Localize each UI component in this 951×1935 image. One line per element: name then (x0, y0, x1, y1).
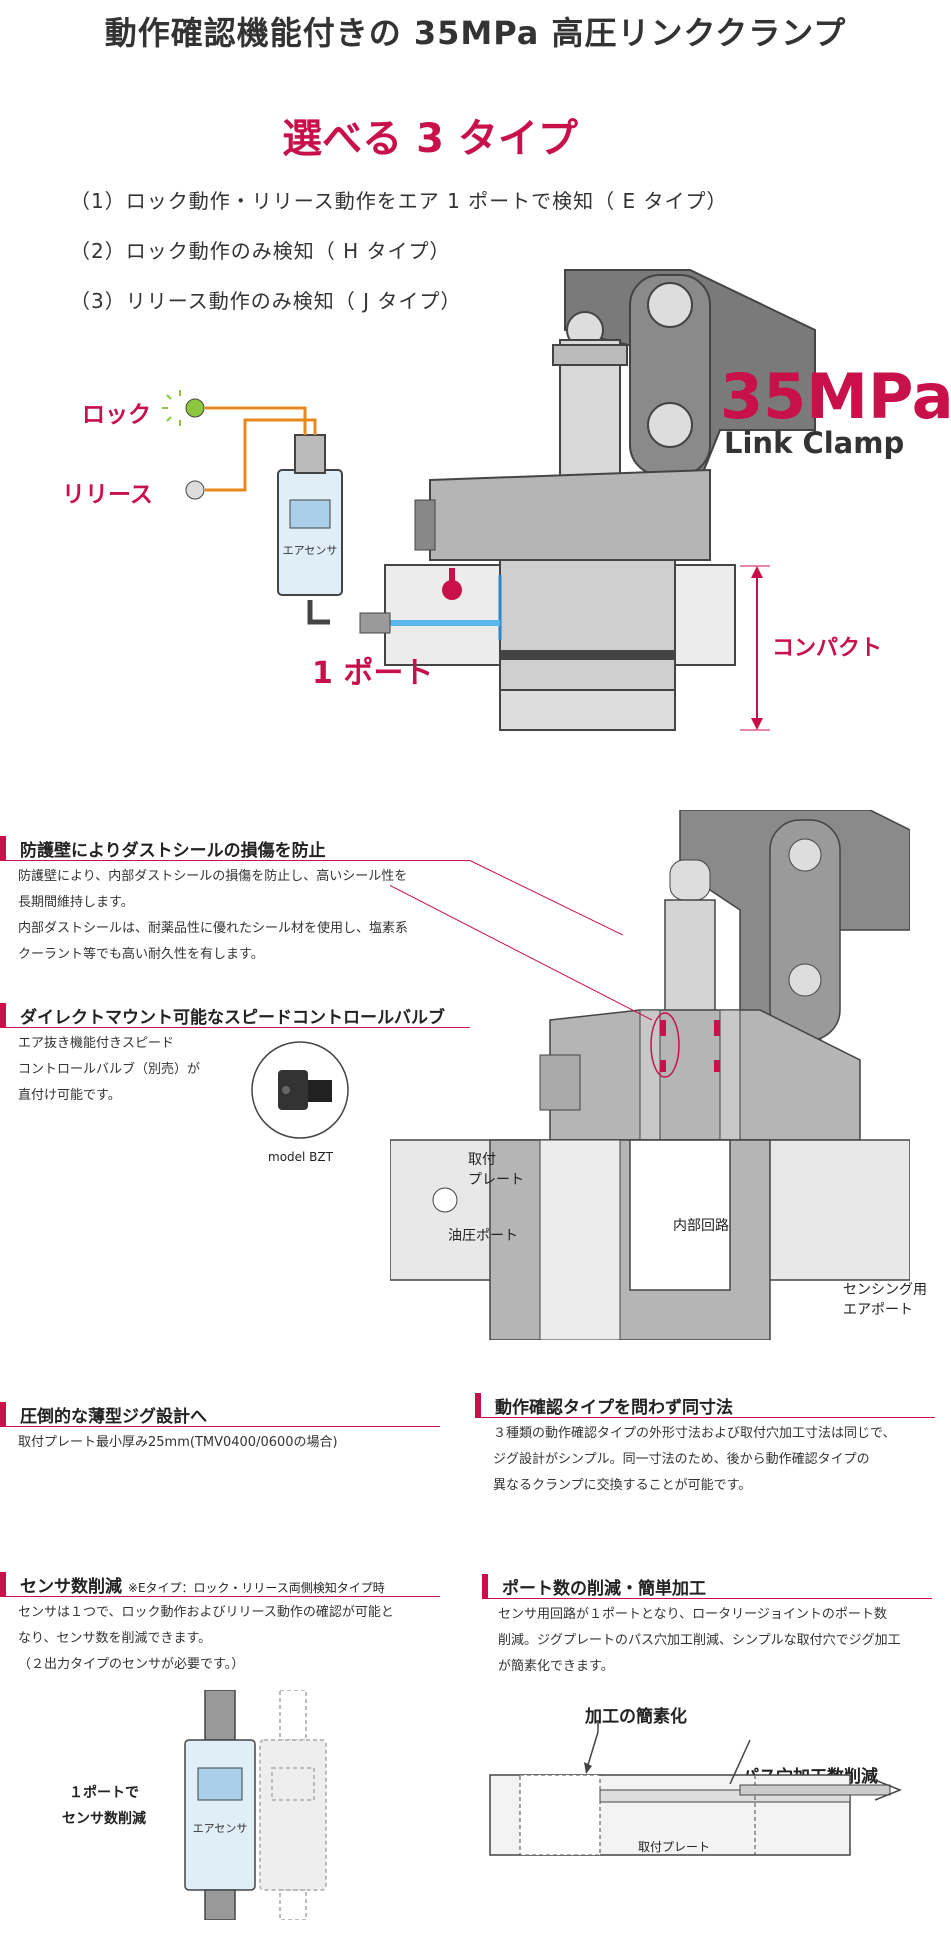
product-name: Link Clamp (724, 426, 905, 460)
lock-lamp-icon (162, 390, 205, 426)
sensor-reduce-note: ※Eタイプ：ロック・リリース両側検知タイプ時 (127, 1581, 385, 1595)
port-reduce-rule (482, 1598, 932, 1599)
sensor-reduce-illustration (184, 1690, 327, 1920)
port-reduce-body: センサ用回路が１ポートとなり、ロータリージョイントのポート数 削減。ジグプレート… (498, 1607, 901, 1674)
model-bzt-label: model BZT (268, 1150, 333, 1164)
type-j-line: （3）リリース動作のみ検知（ J タイプ） (70, 289, 462, 313)
release-label: リリース (62, 482, 153, 508)
pivot-pin-bottom-icon (647, 402, 693, 448)
speed-control-body: エア抜き機能付きスピード コントロールバルブ（別売）が 直付け可能です。 (18, 1036, 201, 1103)
same-dim-rule (475, 1417, 935, 1418)
type-e-line: （1）ロック動作・リリース動作をエア 1 ポートで検知（ E タイプ） (70, 189, 728, 213)
sensing-port-label: センシング用 エアポート (843, 1282, 927, 1318)
sensor-reduce-sensor-label: エアセンサ (192, 1822, 248, 1835)
port-reduce-illustration (489, 1720, 903, 1856)
port-reduce-title: ポート数の削減・簡単加工 (482, 1574, 706, 1599)
dust-seal-body: 防護壁により、内部ダストシールの損傷を防止し、高いシール性を 長期間維持します。… (18, 869, 409, 962)
one-port-label: 1 ポート (312, 656, 434, 691)
sensor-reduce-caption: １ポートで センサ数削減 (62, 1785, 146, 1827)
same-dim-body: ３種類の動作確認タイプの外形寸法および取付穴加工寸法は同じで、 ジグ設計がシンプ… (493, 1426, 896, 1493)
air-sensor-body (277, 469, 343, 596)
sensor-reduce-rule (0, 1596, 440, 1597)
speed-control-rule (0, 1027, 470, 1028)
dust-seal-title: 防護壁によりダストシールの損傷を防止 (0, 836, 326, 861)
thin-jig-rule (0, 1426, 440, 1427)
oil-port-label: 油圧ポート (448, 1228, 518, 1244)
sensor-reduce-title: センサ数削減 ※Eタイプ：ロック・リリース両側検知タイプ時 (0, 1572, 385, 1597)
sensor-reduce-body: センサは１つで、ロック動作およびリリース動作の確認が可能と なり、センサ数を削減… (18, 1605, 394, 1672)
cross-section-diagram (390, 810, 910, 1340)
release-lamp-icon (185, 480, 205, 500)
page-title: 動作確認機能付きの 35MPa 高圧リンククランプ (104, 14, 847, 52)
seal-highlight-circle (650, 1012, 680, 1078)
compact-label: コンパクト (772, 636, 883, 661)
internal-circuit-label: 内部回路 (673, 1218, 729, 1234)
speed-control-title: ダイレクトマウント可能なスピードコントロールバルブ (0, 1003, 445, 1028)
type-h-line: （2）ロック動作のみ検知（ H タイプ） (70, 239, 451, 263)
lock-label: ロック (82, 402, 151, 428)
page-subtitle: 選べる 3 タイプ (282, 116, 578, 162)
speed-valve-photo (251, 1041, 349, 1139)
thin-jig-body: 取付プレート最小厚み25mm(TMV0400/0600の場合) (18, 1435, 338, 1450)
thin-jig-title: 圧倒的な薄型ジグ設計へ (0, 1402, 207, 1427)
mount-plate-label: 取付 プレート (468, 1152, 524, 1188)
air-sensor-label: エアセンサ (282, 544, 338, 557)
hero-clamp-illustration (162, 269, 816, 731)
pressure-rating: 35MPa (720, 360, 951, 433)
same-dim-title: 動作確認タイプを問わず同寸法 (475, 1393, 733, 1418)
dust-seal-rule (0, 860, 470, 861)
mount-plate-caption: 取付プレート (638, 1840, 711, 1854)
simplify-label: 加工の簡素化 (585, 1707, 687, 1727)
pivot-pin-top-icon (647, 282, 693, 328)
